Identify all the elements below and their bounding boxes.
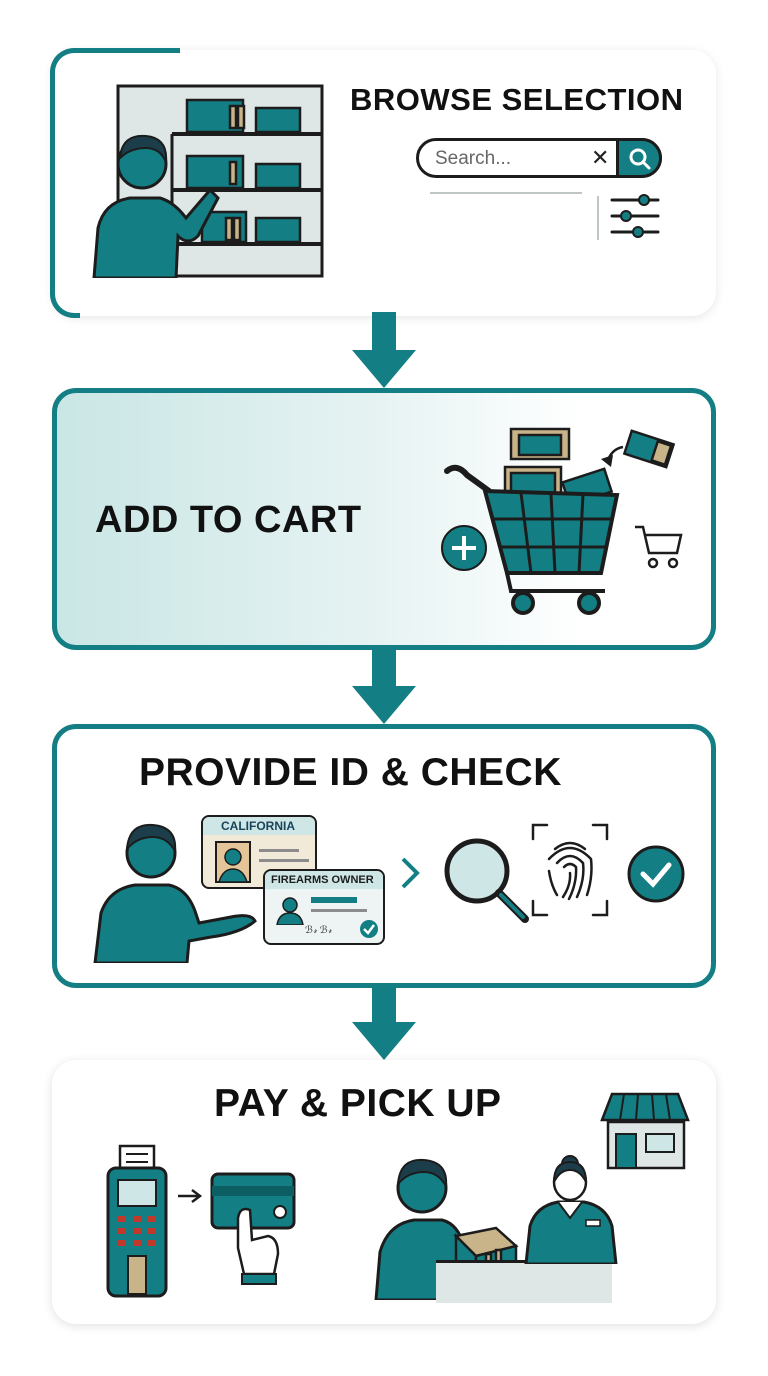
license-photo-icon <box>276 897 304 925</box>
credit-card-icon <box>210 1172 296 1285</box>
search-underline <box>430 192 582 194</box>
license-line <box>311 909 367 912</box>
id-card-state-label: CALIFORNIA <box>221 819 295 833</box>
id-card-header <box>203 817 315 835</box>
clear-icon[interactable]: ✕ <box>591 145 610 170</box>
divider <box>597 196 599 240</box>
arrow-down-icon <box>352 312 416 388</box>
signature: ℬ𝓇 ℬ𝓇 <box>305 925 332 936</box>
cart-icon <box>444 427 620 615</box>
filter-icon[interactable] <box>608 192 662 242</box>
arrow-down-icon <box>352 648 416 724</box>
id-text-line <box>259 859 309 862</box>
counter <box>436 1260 612 1303</box>
search-input[interactable] <box>433 147 597 171</box>
step-id-check-card: PROVIDE ID & CHECK CALIFORNIA FIREARMS O… <box>52 724 716 988</box>
fingerprint-icon <box>531 823 609 917</box>
step-title: BROWSE SELECTION <box>350 82 684 117</box>
step-browse-card: BROWSE SELECTION ✕ <box>50 48 716 318</box>
search-icon <box>629 148 651 170</box>
check-icon <box>360 920 378 938</box>
small-cart-icon <box>635 525 683 569</box>
shopper-icon <box>92 134 220 278</box>
store-icon <box>600 1092 690 1170</box>
firearms-owner-card: FIREARMS OWNER ℬ𝓇 ℬ𝓇 <box>263 869 385 945</box>
chevron-right-icon <box>401 857 420 889</box>
plus-icon <box>441 525 487 571</box>
check-icon <box>627 845 685 903</box>
card-incoming-icon <box>601 429 676 469</box>
arrow-right-icon <box>178 1189 203 1203</box>
step-pay-card: PAY & PICK UP <box>52 1060 716 1324</box>
step-title: ADD TO CART <box>95 499 362 541</box>
card-accent-border-bottom <box>50 130 80 318</box>
id-photo-icon <box>215 841 251 883</box>
id-text-line <box>259 849 299 852</box>
magnifier-icon <box>444 838 529 923</box>
license-label: FIREARMS OWNER <box>271 874 374 886</box>
license-header <box>265 871 383 889</box>
step-cart-card: ADD TO CART <box>52 388 716 650</box>
search-button[interactable] <box>616 138 662 178</box>
arrow-down-icon <box>352 984 416 1060</box>
customer-icon <box>93 823 257 963</box>
license-line <box>311 897 357 903</box>
step-title: PROVIDE ID & CHECK <box>139 751 562 794</box>
cashier-icon <box>524 1155 618 1264</box>
search-bar: ✕ <box>416 138 662 178</box>
payment-terminal-icon <box>106 1144 168 1298</box>
step-title: PAY & PICK UP <box>214 1082 502 1125</box>
